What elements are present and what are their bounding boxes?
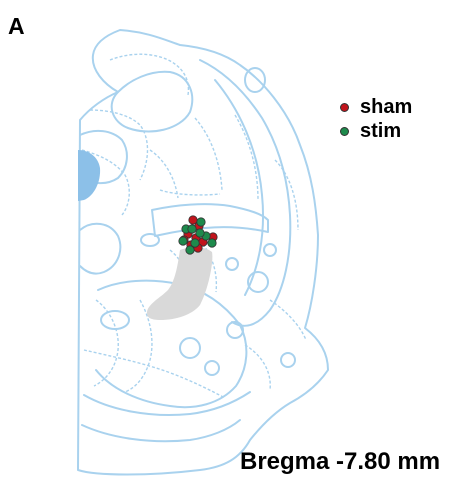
dashed-boundary [160,190,220,195]
legend-item-sham: sham [340,95,412,119]
panel-label: A [8,13,25,40]
dashed-boundary [245,345,270,390]
basal-contour-lower [82,420,240,441]
central-band-outline [152,204,268,236]
nucleus-outline [141,234,159,246]
stim-marker [179,237,187,245]
nucleus-outline [281,353,295,367]
dashed-boundary [275,160,298,230]
legend-item-stim: stim [340,119,412,143]
stim-marker [188,225,196,233]
nucleus-outline [180,338,200,358]
nucleus-outline [205,361,219,375]
legend-marker-stim [340,127,349,136]
target-region [147,247,212,320]
ventricle [78,150,100,201]
superior-lobe-outline [112,72,193,132]
legend-label-stim: stim [360,120,401,143]
nucleus-outline [264,244,276,256]
stim-marker [186,246,194,254]
dashed-boundary [270,300,306,340]
legend-label-sham: sham [360,96,412,119]
nucleus-outline [245,68,265,92]
dashed-boundary [195,118,222,190]
stim-marker [197,218,205,226]
nucleus-outline [226,258,238,270]
dashed-boundary [150,150,178,198]
legend: sham stim [340,95,412,143]
legend-marker-sham [340,103,349,112]
stim-marker [196,229,204,237]
stim-marker [208,239,216,247]
dashed-boundary [84,350,225,398]
bregma-caption: Bregma -7.80 mm [240,448,440,476]
left-lower-lobe [80,224,120,274]
